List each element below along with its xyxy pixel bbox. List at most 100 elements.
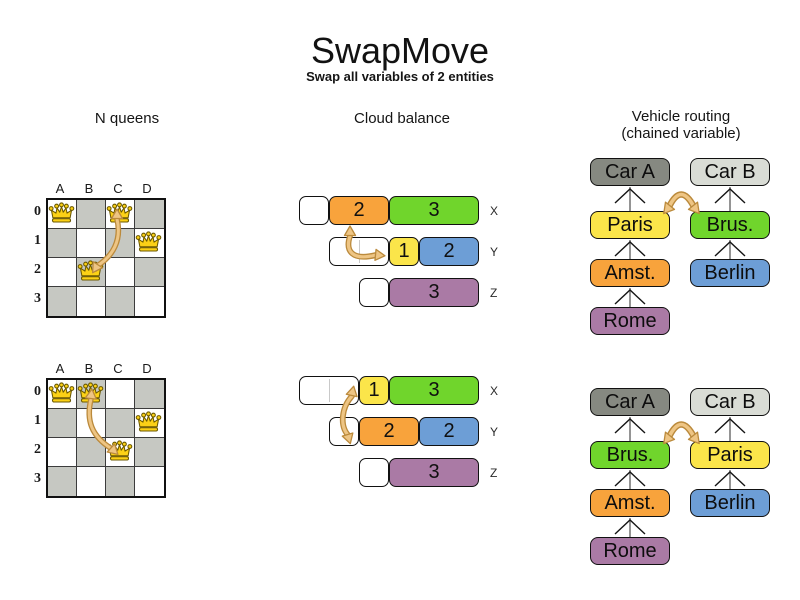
cloud-empty-slot-before-X	[299, 196, 329, 225]
cloud-empty-slot-after-Z	[359, 458, 389, 487]
computer-label-before-X: X	[490, 204, 499, 218]
board-cell-C1	[106, 409, 135, 438]
computer-label-after-X: X	[490, 384, 499, 398]
swap-arrowhead-icon	[343, 225, 357, 237]
column-header-cloud: Cloud balance	[354, 110, 450, 127]
vehicle-box-before-rome: Rome	[590, 307, 670, 335]
board-cell-D3	[135, 287, 164, 316]
vehicle-box-before-berlin: Berlin	[690, 259, 770, 287]
queen-icon	[77, 382, 104, 403]
up-arrow-icon	[714, 471, 746, 487]
column-header-vehicle-line1: Vehicle routing	[631, 108, 731, 125]
board-cell-B3	[77, 287, 106, 316]
queen-icon	[106, 440, 133, 461]
process-block-before-X-orange: 2	[329, 196, 389, 225]
board-cell-D0	[135, 380, 164, 409]
board-cell-D2	[135, 438, 164, 467]
board-cell-C2	[106, 258, 135, 287]
process-block-after-Z-purple: 3	[389, 458, 479, 487]
board-col-label-A: A	[55, 181, 66, 196]
page-subtitle: Swap all variables of 2 entities	[306, 69, 494, 84]
queen-A0	[48, 382, 75, 410]
board-cell-A2	[48, 438, 77, 467]
board-row-label-1: 1	[34, 413, 41, 428]
up-arrow-icon	[614, 471, 646, 487]
vehicle-box-after-rome: Rome	[590, 537, 670, 565]
board-cell-D0	[135, 200, 164, 229]
board-cell-B2	[77, 438, 106, 467]
computer-label-after-Z: Z	[490, 466, 498, 480]
board-row-label-3: 3	[34, 471, 41, 486]
vehicle-box-after-brus: Brus.	[590, 441, 670, 469]
vehicle-box-after-car-a: Car A	[590, 388, 670, 416]
process-block-before-Y-blue: 2	[419, 237, 479, 266]
board-row-label-0: 0	[34, 384, 41, 399]
up-arrow-icon	[614, 418, 646, 434]
queen-C0	[106, 202, 133, 230]
board-cell-C0	[106, 380, 135, 409]
board-cell-A3	[48, 467, 77, 496]
board-cell-A1	[48, 229, 77, 258]
queen-B2	[77, 260, 104, 288]
vehicle-box-before-brus: Brus.	[690, 211, 770, 239]
board-cell-B3	[77, 467, 106, 496]
board-cell-A1	[48, 409, 77, 438]
board-row-label-3: 3	[34, 291, 41, 306]
process-block-after-Y-orange: 2	[359, 417, 419, 446]
up-arrow-icon	[614, 188, 646, 204]
vehicle-box-after-amst: Amst.	[590, 489, 670, 517]
board-col-label-B: B	[84, 181, 95, 196]
queen-D1	[135, 231, 162, 259]
board-row-label-2: 2	[34, 262, 41, 277]
cloud-slot-separator	[329, 379, 330, 402]
vehicle-box-before-amst: Amst.	[590, 259, 670, 287]
vehicle-box-before-car-a: Car A	[590, 158, 670, 186]
board-cell-A3	[48, 287, 77, 316]
swap-arrow-body	[667, 422, 696, 439]
process-block-before-Z-purple: 3	[389, 278, 479, 307]
chessboard-before	[46, 198, 166, 318]
cloud-slot-separator	[359, 240, 360, 263]
process-block-before-Y-yellow: 1	[389, 237, 419, 266]
queen-icon	[48, 202, 75, 223]
queen-icon	[135, 231, 162, 252]
queen-icon	[135, 411, 162, 432]
board-col-label-D: D	[142, 361, 153, 376]
board-cell-B0	[77, 200, 106, 229]
queen-D1	[135, 411, 162, 439]
vehicle-box-before-car-b: Car B	[690, 158, 770, 186]
queen-icon	[77, 260, 104, 281]
cloud-empty-slot-before-Z	[359, 278, 389, 307]
up-arrow-icon	[614, 241, 646, 257]
board-cell-C3	[106, 287, 135, 316]
computer-label-before-Y: Y	[490, 245, 499, 259]
column-header-vehicle-line2: (chained variable)	[621, 125, 741, 142]
swap-arrow-icon	[665, 421, 698, 441]
vehicle-box-before-paris: Paris	[590, 211, 670, 239]
board-cell-A2	[48, 258, 77, 287]
swap-arrow-icon	[665, 191, 698, 211]
page-title: SwapMove	[310, 30, 490, 71]
up-arrow-icon	[614, 289, 646, 305]
vehicle-box-after-car-b: Car B	[690, 388, 770, 416]
queen-A0	[48, 202, 75, 230]
board-cell-B1	[77, 229, 106, 258]
column-header-nqueens: N queens	[94, 110, 160, 127]
board-col-label-C: C	[113, 361, 124, 376]
queen-B0	[77, 382, 104, 410]
board-col-label-D: D	[142, 181, 153, 196]
board-row-label-1: 1	[34, 233, 41, 248]
up-arrow-icon	[714, 418, 746, 434]
process-block-after-X-yellow: 1	[359, 376, 389, 405]
board-row-label-2: 2	[34, 442, 41, 457]
up-arrow-icon	[714, 241, 746, 257]
board-col-label-B: B	[84, 361, 95, 376]
vehicle-box-after-berlin: Berlin	[690, 489, 770, 517]
board-col-label-A: A	[55, 361, 66, 376]
swap-arrow-body	[667, 192, 696, 209]
queen-C2	[106, 440, 133, 468]
board-cell-C1	[106, 229, 135, 258]
computer-label-before-Z: Z	[490, 286, 498, 300]
process-block-after-Y-blue: 2	[419, 417, 479, 446]
